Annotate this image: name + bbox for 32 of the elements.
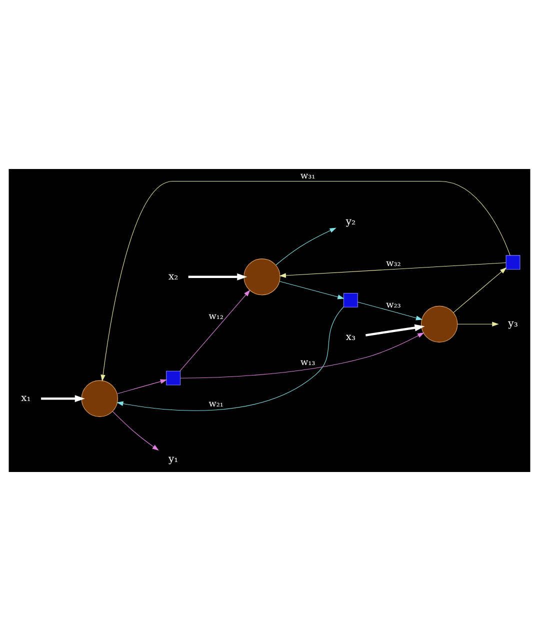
arrow	[279, 281, 344, 300]
arrow	[188, 273, 248, 280]
node-text: x₃	[346, 332, 356, 343]
node-text: y₁	[168, 454, 178, 466]
node-box	[343, 292, 358, 308]
arrow	[100, 180, 510, 382]
node-text: y₂	[346, 216, 356, 228]
node-text: x₁	[21, 393, 31, 404]
arrow	[116, 379, 168, 394]
arrow	[180, 332, 424, 378]
arrow	[357, 302, 423, 320]
arrow	[116, 306, 344, 411]
node-text: x₂	[168, 271, 178, 282]
arrow	[180, 290, 250, 372]
edge-label: w₂₁	[208, 399, 224, 410]
arrow	[41, 395, 85, 402]
arrow	[112, 411, 159, 451]
arrow	[366, 324, 425, 336]
edge-label: w₃₁	[300, 171, 316, 182]
arrow	[457, 322, 499, 326]
edge-label: w₁₂	[208, 312, 224, 322]
edge-label: w₁₃	[300, 358, 316, 368]
node-box	[166, 370, 181, 386]
arrow	[453, 267, 507, 313]
node-circle	[81, 380, 118, 417]
arrow	[276, 228, 336, 266]
edge-label: w₃₂	[386, 259, 401, 270]
node-text: y₃	[508, 318, 518, 330]
edge-label: w₂₃	[386, 300, 401, 310]
node-box	[506, 255, 520, 270]
node-circle	[421, 306, 458, 342]
arrow	[279, 262, 506, 278]
